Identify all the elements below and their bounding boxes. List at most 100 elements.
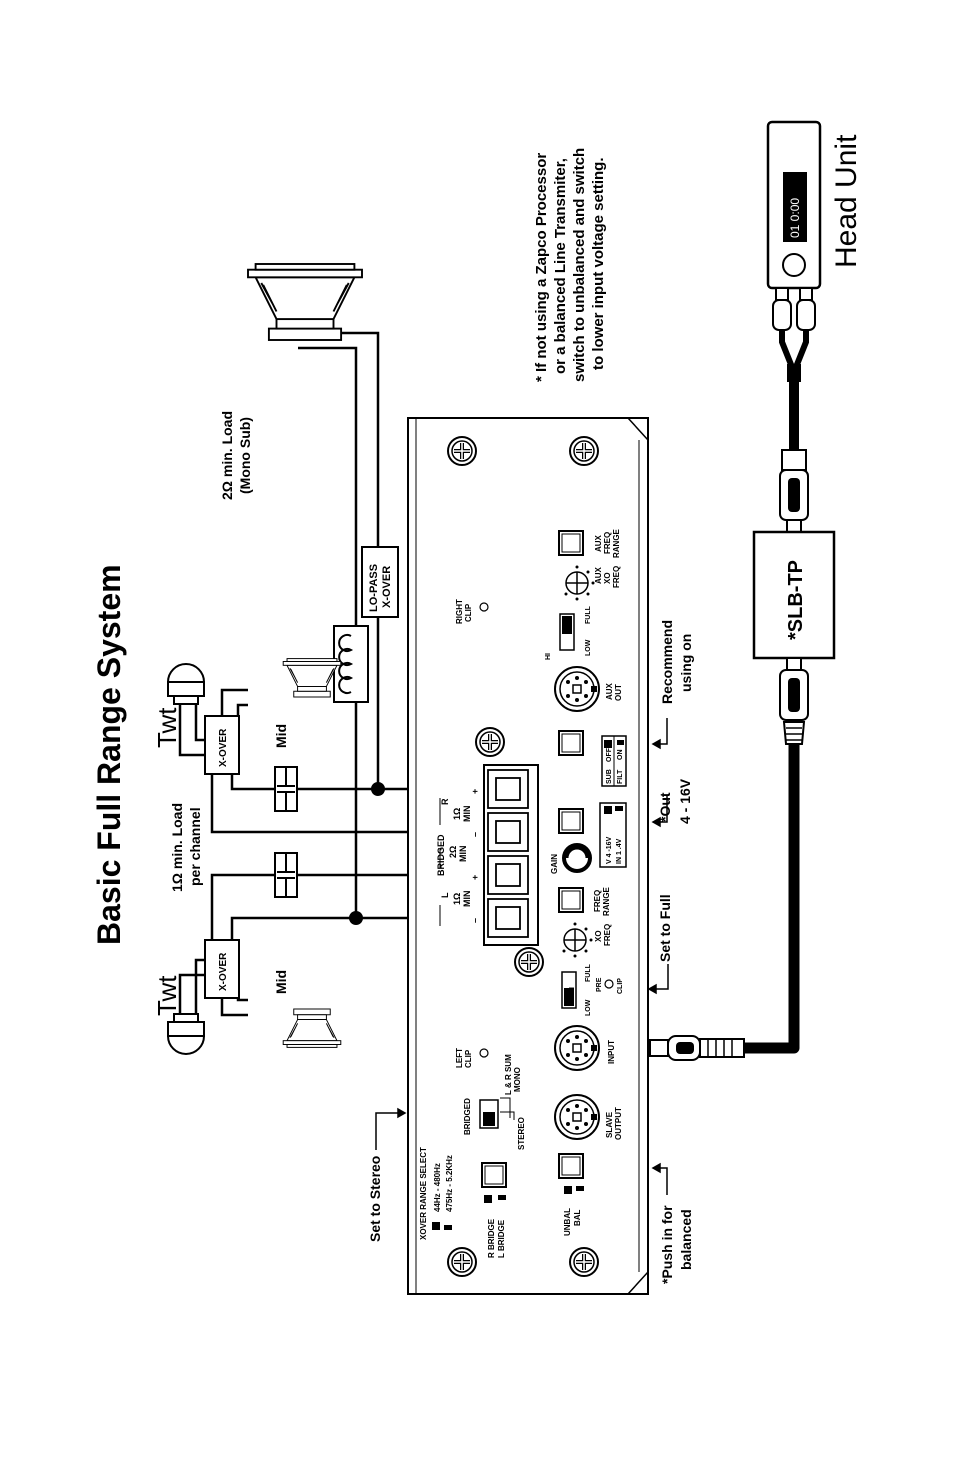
callout-arrows <box>375 718 669 1195</box>
page-title: Basic Full Range System <box>91 564 127 945</box>
note-line-1: * If not using a Zapco Processor <box>533 153 550 382</box>
v-in-label: V 4 -16V <box>606 836 613 864</box>
freq-range-button[interactable] <box>558 887 584 913</box>
mid-speaker-icon <box>282 1008 342 1048</box>
xover-box-left: X-OVER <box>204 939 240 999</box>
aux-fr-label3: RANGE <box>612 528 621 558</box>
right-clip-label2: CLIP <box>464 603 473 622</box>
unbal-bal-button[interactable] <box>558 1153 584 1179</box>
slave-output-label: SLAVE <box>605 1111 614 1138</box>
rca-plugs <box>772 287 816 331</box>
lr-sum-label: L & R SUM <box>504 1054 513 1095</box>
sub-load-label: 2Ω min. Load <box>219 411 235 500</box>
sub-filt-label: SUB <box>606 769 613 784</box>
aux-out-connector[interactable] <box>554 666 600 712</box>
freq-range-label: FREQ <box>593 890 602 912</box>
terminal-2ohm-label: 2Ω <box>448 846 458 858</box>
input-voltage-button[interactable] <box>558 808 584 834</box>
note-line-3: switch to unbalanced and switch <box>571 148 588 382</box>
pre-clip-label2: CLIP <box>617 978 624 994</box>
screw-icon <box>568 435 600 467</box>
input-voltage-box: V 4 -16V IN 1 .4V <box>599 802 627 868</box>
hi-label: HI <box>569 987 576 994</box>
bridged-label: BRIDGED <box>463 1098 472 1135</box>
range2-label: 475Hz - 5.2KHz <box>445 1155 454 1212</box>
screw-icon <box>513 946 545 978</box>
push-callout2: balanced <box>678 1209 694 1270</box>
pre-clip-label: PRE <box>596 977 603 992</box>
load-label: 1Ω min. Load <box>169 803 185 892</box>
aux-xo-label2: XO <box>603 572 612 584</box>
mid-label: Mid <box>273 724 289 748</box>
input-connector[interactable] <box>554 1025 600 1071</box>
screw-icon <box>568 1246 600 1278</box>
terminal-1ohm-label: 1Ω <box>452 893 462 905</box>
xover-select-label: XOVER RANGE SELECT <box>419 1147 428 1240</box>
head-unit-label: Head Unit <box>830 134 863 268</box>
slave-output-connector[interactable] <box>554 1094 600 1140</box>
full-label: FULL <box>585 963 592 982</box>
left-clip-label2: CLIP <box>464 1049 473 1068</box>
tweeter-icon <box>167 663 205 705</box>
right-clip-label: RIGHT <box>455 599 464 624</box>
push-callout: *Push in for <box>659 1205 675 1284</box>
terminal-r-label: R <box>440 798 450 805</box>
screw-icon <box>474 726 506 758</box>
freq-range-label2: RANGE <box>602 886 611 916</box>
terminal-l-label: L <box>440 892 450 898</box>
din-plug <box>649 1035 745 1061</box>
gain-knob[interactable] <box>562 843 592 873</box>
hi-label-right: HI <box>545 653 552 660</box>
mono-label: MONO <box>513 1067 522 1092</box>
terminal-minus-label: – <box>470 918 480 923</box>
out-callout2: 4 - 16V <box>677 778 693 824</box>
speaker-terminals[interactable] <box>483 764 539 946</box>
xo-freq-label2: FREQ <box>603 924 612 946</box>
lo-pass-xover-box: LO-PASS X-OVER <box>361 546 399 618</box>
sub-filter-button[interactable] <box>558 730 584 756</box>
xlr-plug <box>779 657 809 745</box>
head-unit[interactable]: 01 0:00 <box>766 120 822 290</box>
tweeter-label: Twt <box>152 975 182 1016</box>
range1-label: 44Hz - 480Hz <box>433 1163 442 1212</box>
lo-pass-label: LO-PASS <box>368 564 380 612</box>
capacitor-icon <box>274 852 298 898</box>
note-line-4: to lower input voltage setting. <box>590 157 607 370</box>
out-callout: *Out <box>657 792 673 822</box>
terminal-plus-label: + <box>470 875 480 880</box>
tweeter-icon <box>167 1013 205 1055</box>
terminal-min-label: MIN <box>462 891 472 908</box>
tweeter-label: Twt <box>152 707 182 748</box>
slb-tp-box[interactable]: *SLB-TP <box>752 530 836 660</box>
set-stereo-callout: Set to Stereo <box>367 1156 383 1242</box>
hi-low-switch-left[interactable] <box>561 971 577 1009</box>
input-label: INPUT <box>607 1040 616 1064</box>
mid-speaker-icon <box>282 658 342 698</box>
terminal-plus2-label: + <box>470 789 480 794</box>
screw-icon <box>446 435 478 467</box>
terminal-1ohm2-label: 1Ω <box>452 808 462 820</box>
aux-freq-range-button[interactable] <box>558 530 584 556</box>
junction-dot <box>349 911 363 925</box>
slave-output-label2: OUTPUT <box>614 1107 623 1140</box>
xo-freq-label: XO <box>594 930 603 942</box>
lo-pass-label2: X-OVER <box>381 566 393 608</box>
off-label: OFF <box>606 747 613 762</box>
aux-out-label2: OUT <box>614 684 623 701</box>
pre-clip-led <box>604 979 614 989</box>
aux-fr-label2: FREQ <box>603 532 612 554</box>
recommend-callout2: using on <box>678 634 694 692</box>
aux-fr-label: AUX <box>594 534 603 552</box>
note-line-2: or a balanced Line Transmiter, <box>552 158 569 374</box>
amplifier: – 1Ω MIN + L BRIDGED 2Ω MIN – 1Ω MIN R +… <box>407 417 649 1295</box>
bal-label: BAL <box>573 1209 582 1226</box>
xlr-plug <box>779 449 809 533</box>
terminal-min3-label: MIN <box>462 806 472 823</box>
xover-range-button[interactable] <box>481 1162 507 1188</box>
capacitor-icon <box>274 766 298 812</box>
sub-filt-box: SUB FILT OFF ON <box>601 735 627 787</box>
hi-low-switch-right[interactable] <box>559 613 575 651</box>
mode-switch[interactable] <box>479 1099 499 1129</box>
volume-knob-icon[interactable] <box>782 253 806 277</box>
terminal-min2-label: MIN <box>458 846 468 863</box>
